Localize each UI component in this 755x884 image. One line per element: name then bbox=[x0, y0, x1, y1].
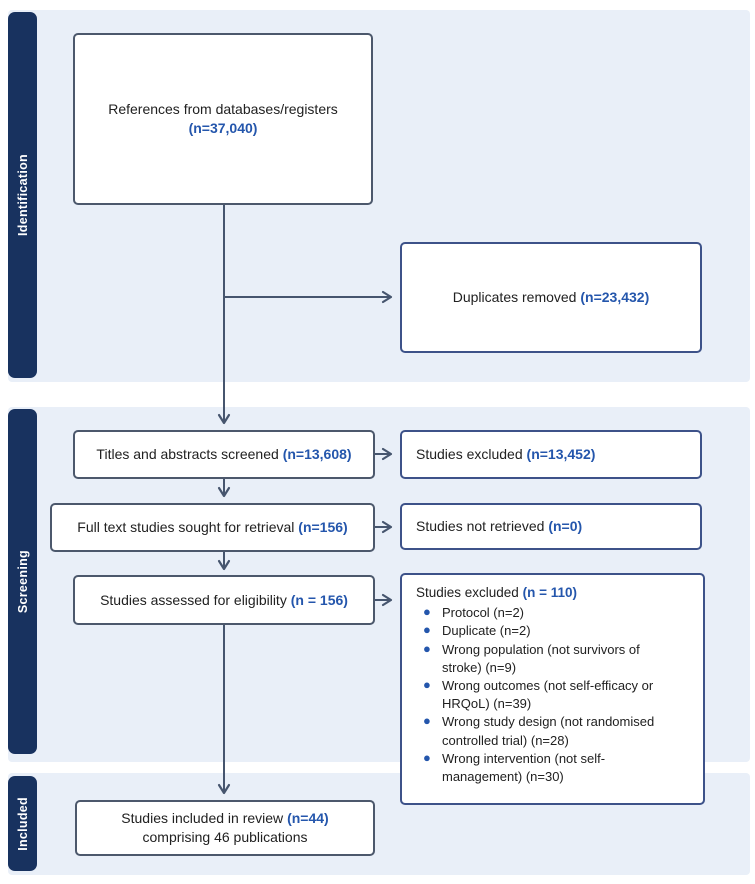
assessed-eligibility-label: Studies assessed for eligibility bbox=[100, 591, 287, 608]
references-count: (n=37,040) bbox=[188, 120, 258, 136]
studies-not-retrieved-label: Studies not retrieved bbox=[416, 518, 545, 535]
stage-label-identification: Identification bbox=[15, 154, 30, 236]
bullet-icon: ● bbox=[423, 604, 431, 620]
bullet-icon: ● bbox=[423, 713, 431, 729]
exclusion-reason: ●Wrong intervention (not self-management… bbox=[423, 749, 606, 784]
included-review-count: (n=44) bbox=[287, 810, 329, 827]
stage-label-screening: Screening bbox=[15, 549, 30, 614]
included-review-subtext: comprising 46 publications bbox=[142, 829, 308, 845]
studies-not-retrieved-count: (n=0) bbox=[548, 518, 583, 535]
stage-label-included: Included bbox=[15, 796, 30, 851]
references-label: References from databases/registers bbox=[108, 101, 338, 118]
studies-excluded-screening-box: Studies excluded(n=13,452) bbox=[400, 430, 702, 479]
studies-excluded-eligibility-box: Studies excluded(n = 110) ●Protocol (n=2… bbox=[400, 573, 705, 805]
stage-bar-included: Included bbox=[8, 776, 37, 871]
titles-screened-box: Titles and abstracts screened(n=13,608) bbox=[73, 430, 375, 479]
assessed-eligibility-count: (n = 156) bbox=[290, 591, 348, 608]
exclusion-reason: ●Protocol (n=2) bbox=[423, 604, 525, 621]
exclusion-reason: ●Wrong population (not survivors of stro… bbox=[423, 640, 640, 675]
bullet-icon: ● bbox=[423, 640, 431, 656]
duplicates-count: (n=23,432) bbox=[580, 289, 650, 306]
studies-excluded-screening-label: Studies excluded bbox=[416, 446, 523, 463]
exclusion-reason: ●Wrong outcomes (not self-efficacy or HR… bbox=[423, 676, 654, 712]
stage-bar-screening: Screening bbox=[8, 409, 37, 754]
exclusion-reason: ●Wrong study design (not randomised cont… bbox=[423, 713, 655, 748]
included-review-box: Studies included in review(n=44) compris… bbox=[75, 800, 375, 856]
studies-excluded-eligibility-label: Studies excluded bbox=[416, 585, 519, 600]
studies-excluded-eligibility-count: (n = 110) bbox=[522, 585, 577, 600]
titles-screened-label: Titles and abstracts screened bbox=[96, 446, 279, 463]
bullet-icon: ● bbox=[423, 676, 431, 692]
duplicates-removed-box: Duplicates removed(n=23,432) bbox=[400, 242, 702, 353]
duplicates-label: Duplicates removed bbox=[452, 289, 577, 306]
bullet-icon: ● bbox=[423, 622, 431, 638]
exclusion-reason: ●Duplicate (n=2) bbox=[423, 622, 531, 639]
fulltext-sought-box: Full text studies sought for retrieval(n… bbox=[50, 503, 375, 552]
studies-excluded-eligibility-header: Studies excluded(n = 110) bbox=[416, 584, 691, 602]
fulltext-sought-count: (n=156) bbox=[298, 519, 348, 536]
assessed-eligibility-box: Studies assessed for eligibility(n = 156… bbox=[73, 575, 375, 625]
fulltext-sought-label: Full text studies sought for retrieval bbox=[77, 519, 295, 536]
exclusion-reasons-list: ●Protocol (n=2) ●Duplicate (n=2) ●Wrong … bbox=[416, 604, 691, 786]
studies-excluded-screening-count: (n=13,452) bbox=[526, 446, 596, 463]
studies-not-retrieved-box: Studies not retrieved(n=0) bbox=[400, 503, 702, 550]
stage-bar-identification: Identification bbox=[8, 12, 37, 378]
bullet-icon: ● bbox=[423, 749, 431, 765]
references-box: References from databases/registers (n=3… bbox=[73, 33, 373, 205]
titles-screened-count: (n=13,608) bbox=[282, 446, 352, 463]
included-review-label: Studies included in review bbox=[121, 810, 284, 827]
